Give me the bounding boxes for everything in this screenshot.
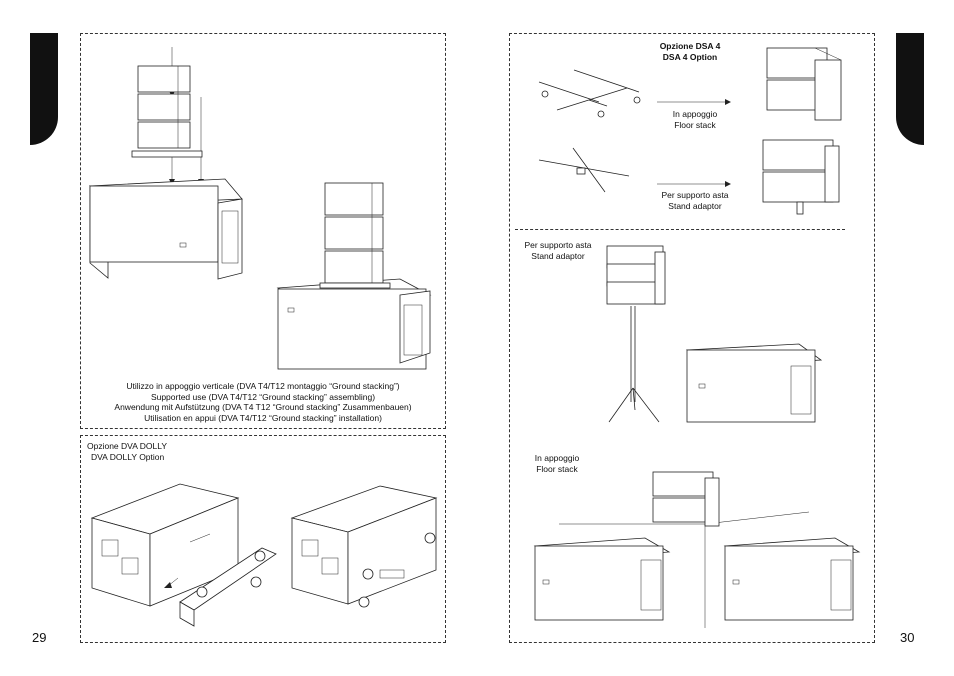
stand-floor-illustration (533, 245, 861, 628)
dolly-line-2: DVA DOLLY Option (91, 451, 165, 462)
speaker-on-stand (606, 245, 666, 423)
dsa4-floor-stack-speaker (766, 47, 842, 121)
dsa4-stand-frame (538, 147, 630, 193)
stand-section-caption: Per supporto asta Stand adaptor (513, 240, 603, 261)
caption-line-en: Supported use (DVA T4/T12 “Ground stacki… (150, 391, 376, 402)
floor-section-caption: In appoggio Floor stack (512, 453, 602, 474)
dsa4-floor-en: Floor stack (674, 119, 716, 130)
dolly-caption: Opzione DVA DOLLY DVA DOLLY Option (87, 441, 247, 462)
dsa4-title-en: DSA 4 Option (662, 51, 718, 62)
ground-stacking-illustration (89, 47, 432, 370)
dsa4-floor-frame (538, 69, 641, 118)
right-page-frame (509, 33, 875, 643)
line-array-stack-assembled (319, 182, 391, 289)
dolly-frame (80, 435, 446, 643)
stand-section-it: Per supporto asta (524, 240, 592, 250)
section-divider (515, 229, 845, 230)
subwoofer-box-4 (533, 537, 671, 621)
page-number-right: 30 (900, 630, 915, 645)
subwoofer-box-dolly-assembled (290, 485, 438, 608)
right-page-tab (896, 33, 924, 145)
subwoofer-box-2 (276, 278, 432, 370)
dsa4-stand-en: Stand adaptor (668, 200, 722, 211)
dsa4-illustration (538, 47, 842, 215)
left-page-tab (30, 33, 58, 145)
dsa4-floor-it: In appoggio (672, 109, 718, 119)
caption-line-de: Anwendung mit Aufstützung (DVA T4 T12 “G… (114, 402, 412, 412)
dsa4-stand-it: Per supporto asta (661, 190, 729, 200)
dsa4-stand-speaker (762, 139, 840, 215)
floor-section-it: In appoggio (534, 453, 580, 463)
caption-line-fr: Utilisation en appui (DVA T4/T12 “Ground… (144, 412, 382, 423)
speaker-floor-stack (652, 471, 720, 527)
dolly-plate (179, 547, 277, 627)
caption-line-it: Utilizzo in appoggio verticale (DVA T4/T… (126, 381, 400, 391)
dsa4-title: Opzione DSA 4 DSA 4 Option (630, 41, 750, 62)
stand-section-en: Stand adaptor (531, 250, 585, 261)
dsa4-title-it: Opzione DSA 4 (659, 41, 721, 51)
ground-stacking-frame (80, 33, 446, 429)
ground-stacking-caption: Utilizzo in appoggio verticale (DVA T4/T… (84, 381, 442, 423)
dsa4-floor-caption: In appoggio Floor stack (650, 109, 740, 130)
dolly-illustration (90, 483, 438, 627)
page-number-left: 29 (32, 630, 47, 645)
floor-section-en: Floor stack (536, 463, 578, 474)
dsa4-stand-caption: Per supporto asta Stand adaptor (645, 190, 745, 211)
subwoofer-box-5 (723, 537, 861, 621)
subwoofer-box-1 (89, 178, 243, 280)
line-array-stack-exploded (131, 65, 203, 158)
dolly-line-1: Opzione DVA DOLLY (87, 441, 168, 451)
subwoofer-box-3 (685, 343, 823, 423)
